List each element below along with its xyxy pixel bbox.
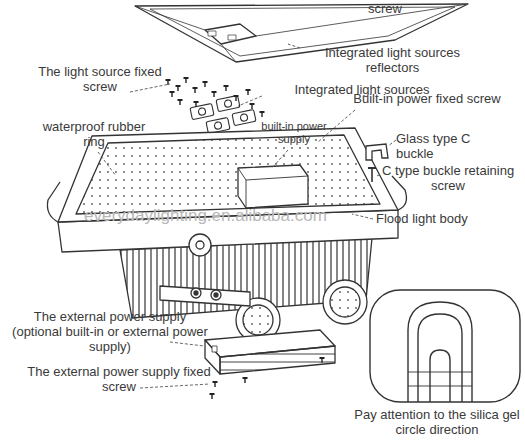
part-label: The external power supply (optional buil… — [10, 309, 210, 354]
part-label: Glass type C buckle — [396, 131, 508, 161]
leader-lines-part — [238, 96, 262, 106]
note-label: Pay attention to the silica gel circle d… — [352, 407, 522, 437]
flood-light-body-part — [330, 287, 360, 317]
screws-part — [214, 382, 215, 387]
c-type-buckle-part — [366, 144, 388, 160]
flood-light-body-part — [246, 176, 308, 180]
screws-part — [204, 82, 205, 87]
external-power-supply-part — [212, 346, 217, 352]
flood-light-body-part — [214, 293, 218, 297]
flood-light-body-part — [194, 291, 198, 295]
flood-light-body-part — [211, 290, 221, 300]
flood-light-body-part — [76, 135, 380, 214]
flood-light-body-part — [246, 180, 247, 208]
inset-detail-part — [408, 302, 472, 402]
leader-lines-part — [376, 175, 380, 176]
leader-lines-part — [98, 152, 116, 176]
screws-part — [167, 80, 168, 85]
flood-light-body-part — [160, 286, 250, 306]
inset-detail — [370, 290, 520, 402]
reflector-part — [135, 6, 205, 30]
external-power-supply — [205, 330, 335, 374]
c-type-buckle-part — [368, 167, 376, 169]
light-source-modules-part-part — [198, 107, 206, 115]
leader-lines-part — [140, 384, 210, 388]
light-source-modules-part-part — [232, 109, 256, 125]
part-label: C type buckle retaining screw — [378, 163, 518, 193]
flood-light-body-part — [243, 305, 273, 335]
reflector-part — [208, 31, 216, 36]
reflector-part — [228, 35, 236, 40]
flood-light-body-part — [191, 288, 201, 298]
screws-part — [211, 394, 212, 399]
leader-lines-part — [352, 214, 373, 219]
screws-part — [244, 378, 245, 383]
light-source-modules-part-part — [214, 121, 222, 129]
screws-part — [185, 78, 186, 83]
external-power-supply-part — [220, 346, 335, 374]
screws-part — [213, 92, 214, 97]
part-label: Integrated light sources reflectors — [300, 45, 485, 75]
watermark: everydaylighting.en.alibaba.com — [84, 206, 327, 226]
reflector-part — [221, 44, 236, 62]
screws-part — [251, 104, 252, 109]
part-label: built-in power supply — [254, 120, 334, 146]
flood-light-body-part — [392, 176, 406, 210]
flood-light-body-part — [189, 234, 211, 256]
screws-part — [179, 100, 180, 105]
part-label: The external power supply fixed screw — [14, 364, 224, 394]
screws-part — [261, 112, 262, 117]
light-source-modules-part-part — [224, 99, 232, 107]
leader-lines-part — [272, 150, 288, 168]
screws-part — [225, 86, 226, 91]
leader-lines-part — [170, 342, 204, 346]
screws-part — [171, 92, 172, 97]
light-source-modules-part-part — [190, 103, 214, 119]
flood-light-body-part — [47, 182, 60, 222]
flood-light-body-part — [238, 168, 246, 180]
reflector-part — [256, 4, 468, 36]
screw-label: screw — [368, 1, 402, 16]
part-label: waterproof rubber ring — [34, 119, 154, 149]
reflector-part — [205, 24, 256, 44]
flood-light-body-part — [238, 165, 308, 208]
inset-detail-part — [430, 350, 450, 402]
light-source-modules-part-part — [216, 95, 240, 111]
leader-lines-part — [288, 44, 300, 48]
flood-light-body-part — [196, 241, 204, 249]
inset-detail-part — [370, 290, 520, 402]
light-source-modules-part — [216, 95, 240, 111]
c-type-buckle-part — [371, 168, 373, 182]
screws-part — [195, 102, 196, 107]
light-source-modules-part-part — [240, 113, 248, 121]
part-label: Flood light body — [376, 211, 468, 226]
inset-detail-part — [408, 372, 472, 373]
screws-part — [247, 90, 248, 95]
leader-lines-part — [388, 140, 396, 146]
light-source-modules-part — [232, 109, 256, 125]
inset-detail-part — [418, 314, 462, 402]
leader-lines-part — [130, 84, 170, 92]
flood-light-body-part — [323, 280, 367, 324]
light-source-modules — [190, 95, 256, 133]
part-label: The light source fixed screw — [30, 64, 170, 94]
part-label: Built-in power fixed screw — [352, 91, 502, 106]
screws-part — [177, 86, 178, 91]
screws-part — [194, 88, 195, 93]
flood-light-body-part — [120, 238, 372, 318]
screws-part — [235, 96, 236, 101]
inset-detail-part — [408, 386, 472, 387]
light-source-modules-part — [190, 103, 214, 119]
